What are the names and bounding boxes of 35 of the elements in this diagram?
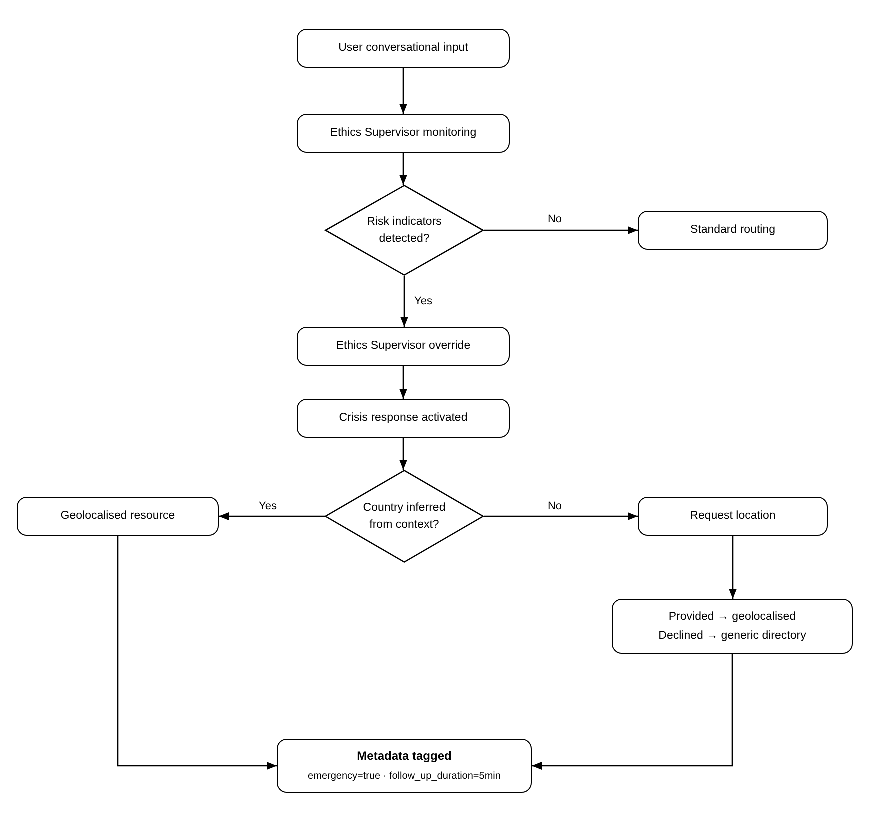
process-box bbox=[297, 399, 510, 438]
arrow bbox=[219, 512, 325, 520]
box-text: Provided → geolocalised bbox=[668, 610, 796, 625]
process-box bbox=[612, 599, 853, 654]
arrow bbox=[400, 366, 408, 399]
box-text: emergency=true · follow_up_duration=5min bbox=[308, 770, 501, 784]
arrow bbox=[400, 438, 408, 470]
box-text: User conversational input bbox=[338, 41, 468, 56]
process-box bbox=[297, 327, 510, 366]
arrow bbox=[400, 153, 408, 185]
arrow bbox=[400, 68, 408, 114]
arrow bbox=[484, 512, 638, 520]
box-text: Geolocalised resource bbox=[60, 509, 176, 524]
arrow bbox=[484, 226, 638, 234]
arrow bbox=[400, 276, 408, 327]
box-text: Ethics Supervisor monitoring bbox=[330, 126, 477, 142]
decision-text: Country inferred from context? bbox=[362, 500, 447, 532]
box-text: Declined → generic directory bbox=[658, 628, 806, 644]
box-text: Request location bbox=[690, 509, 776, 524]
box-text: Ethics Supervisor override bbox=[336, 339, 471, 354]
process-box bbox=[17, 497, 219, 536]
process-box bbox=[638, 497, 828, 536]
box-text: Crisis response activated bbox=[339, 411, 468, 426]
decision-text: Risk indicators detected? bbox=[366, 214, 443, 246]
process-box bbox=[297, 114, 510, 153]
arrow bbox=[117, 536, 277, 770]
decision-diamond bbox=[325, 185, 484, 276]
box-heading: Metadata tagged bbox=[357, 748, 452, 765]
box-text: Standard routing bbox=[690, 223, 776, 238]
process-box bbox=[297, 29, 510, 68]
decision-diamond bbox=[325, 470, 484, 563]
arrow bbox=[729, 536, 737, 599]
process-box bbox=[638, 211, 828, 250]
arrow bbox=[532, 654, 734, 770]
process-box bbox=[277, 739, 532, 793]
